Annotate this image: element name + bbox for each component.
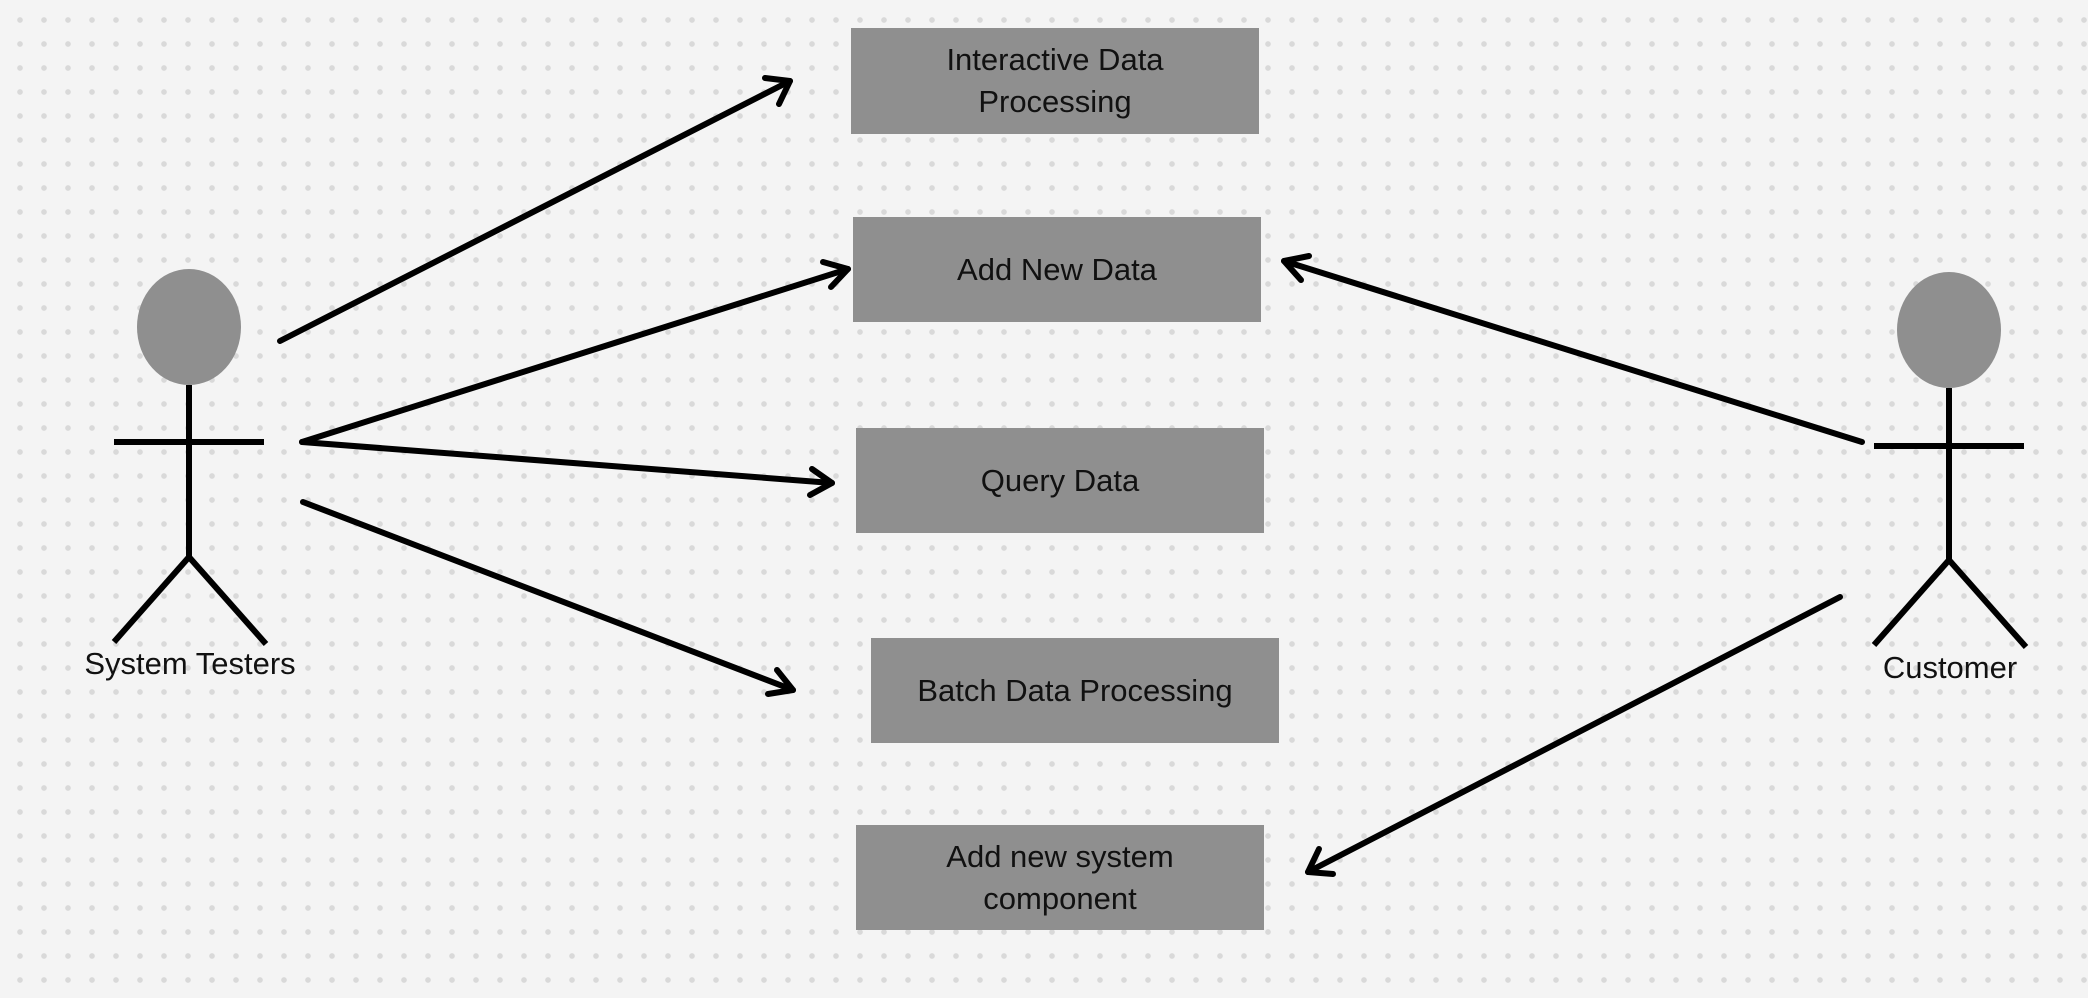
arrowhead xyxy=(1281,253,1312,283)
use-case-label: Query Data xyxy=(980,462,1140,498)
actor-system-testers xyxy=(111,269,269,646)
use-case-label: Add New Data xyxy=(957,251,1157,287)
arrow-testers-to-add-data xyxy=(299,266,851,445)
actor-left-leg xyxy=(1871,558,1952,647)
arrowhead xyxy=(807,466,835,498)
actor-right-leg xyxy=(186,555,269,646)
arrowhead xyxy=(762,75,793,107)
actor-right-leg xyxy=(1946,558,2029,649)
use-case-label: Interactive Data Processing xyxy=(946,42,1164,119)
actor-customer xyxy=(1871,272,2029,649)
arrowhead xyxy=(765,667,796,697)
arrowhead xyxy=(1305,846,1336,877)
arrowhead xyxy=(820,259,851,290)
use-case-add-new-data[interactable]: Add New Data xyxy=(853,217,1261,322)
actor-left-leg xyxy=(111,555,192,644)
use-case-query-data[interactable]: Query Data xyxy=(856,428,1264,533)
actor-label-system-testers: System Testers xyxy=(84,646,296,681)
arrow-customer-to-add-data xyxy=(1281,258,1865,445)
arrow-testers-to-query xyxy=(299,439,835,486)
actor-head xyxy=(1897,272,2001,388)
use-case-label: Batch Data Processing xyxy=(917,672,1233,708)
arrow-testers-to-batch xyxy=(300,499,796,693)
arrow-testers-to-interactive xyxy=(277,78,793,344)
use-case-batch-data-processing[interactable]: Batch Data Processing xyxy=(871,638,1279,743)
use-case-add-new-system-component[interactable]: Add new system component xyxy=(856,825,1264,930)
arrow-customer-to-add-component xyxy=(1305,594,1843,875)
actor-label-customer: Customer xyxy=(1882,650,2018,685)
use-case-interactive-data-processing[interactable]: Interactive Data Processing xyxy=(851,28,1259,134)
use-case-label: Add new system component xyxy=(946,838,1174,916)
actor-head xyxy=(137,269,241,385)
association-arrows xyxy=(277,75,1865,877)
